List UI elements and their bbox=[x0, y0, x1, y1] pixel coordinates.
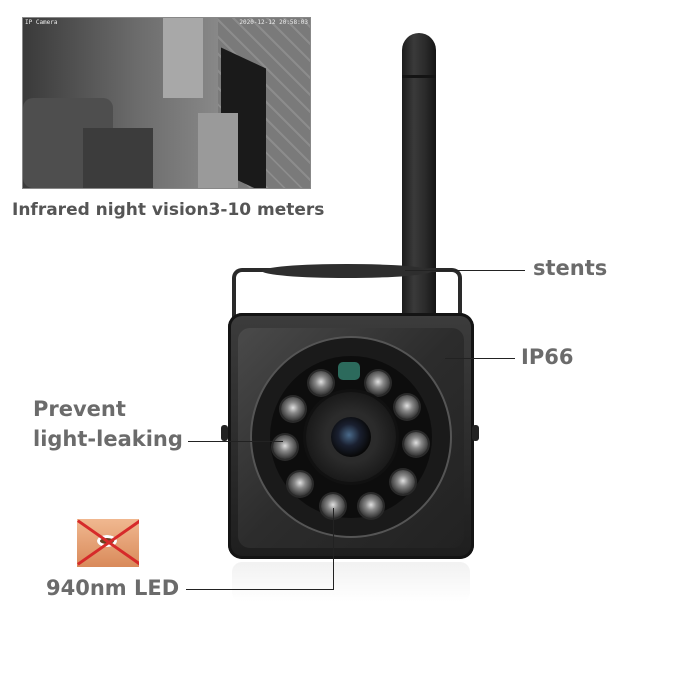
stents-callout-line bbox=[405, 270, 525, 271]
camera-reflection bbox=[232, 562, 470, 602]
ip66-callout-line bbox=[445, 358, 515, 359]
lens-glass bbox=[331, 417, 371, 457]
ir-led bbox=[281, 397, 305, 421]
prevent-label-line2: light-leaking bbox=[33, 427, 183, 451]
ir-led bbox=[273, 435, 297, 459]
led-label: 940nm LED bbox=[46, 576, 180, 600]
night-vision-caption: Infrared night vision3-10 meters bbox=[12, 200, 325, 220]
antenna-ring bbox=[402, 75, 436, 78]
table bbox=[83, 128, 153, 188]
light-sensor bbox=[338, 362, 360, 380]
doorway bbox=[163, 18, 203, 98]
prevent-label-line1: Prevent bbox=[33, 397, 126, 421]
cabinet bbox=[198, 113, 238, 188]
prevent-callout-line bbox=[188, 441, 283, 442]
crossed-eye-icon bbox=[77, 519, 139, 567]
led-callout-line-v bbox=[333, 508, 334, 590]
osd-camera-name: IP Camera bbox=[25, 19, 58, 26]
side-screw-left bbox=[221, 425, 228, 441]
ip66-label: IP66 bbox=[521, 345, 574, 369]
ir-led bbox=[395, 395, 419, 419]
ir-led bbox=[391, 470, 415, 494]
ir-led bbox=[359, 494, 383, 518]
led-callout-line-h bbox=[186, 589, 334, 590]
ir-led bbox=[309, 371, 333, 395]
ir-led bbox=[288, 472, 312, 496]
osd-timestamp: 2020-12-12 20:58:03 bbox=[239, 19, 308, 26]
side-screw-right bbox=[472, 425, 479, 441]
ir-led bbox=[404, 432, 428, 456]
stents-label: stents bbox=[533, 256, 608, 280]
night-vision-preview: IP Camera 2020-12-12 20:58:03 bbox=[22, 17, 311, 189]
ir-led bbox=[366, 371, 390, 395]
bracket-plate bbox=[262, 264, 432, 278]
